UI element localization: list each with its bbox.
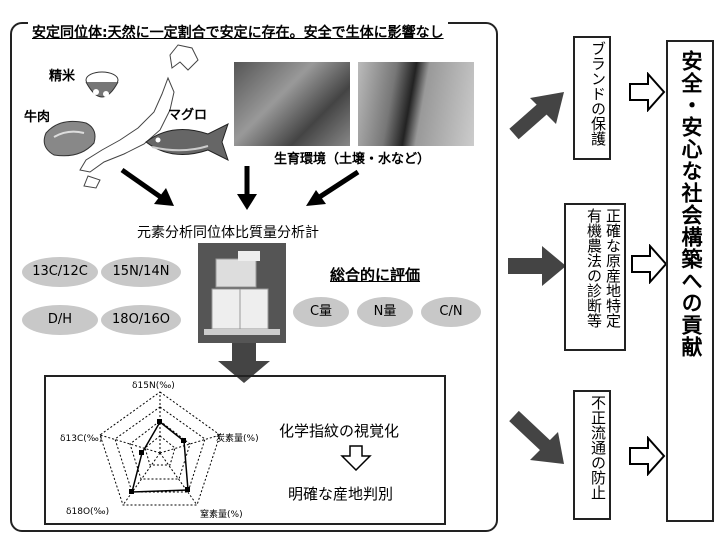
water-channel-photo <box>358 62 474 146</box>
beef-icon <box>43 120 96 157</box>
conclusion-box: 安全・安心な社会構築への貢献 <box>666 40 714 522</box>
radar-axis-o: δ18O(‰) <box>66 507 109 517</box>
hollow-right-arrow-bottom-icon <box>629 436 666 476</box>
tuna-label: マグロ <box>168 108 208 123</box>
origin-line2: 有機農法の診断等 <box>585 208 603 328</box>
ratio-pill-n: 15N/14N <box>101 257 181 287</box>
result-label: 明確な産地判別 <box>288 485 394 503</box>
beef-label: 牛肉 <box>24 110 51 125</box>
hollow-right-arrow-top-icon <box>629 72 666 112</box>
origin-line1: 正確な原産地特定 <box>604 208 622 328</box>
radar-axis-n: δ15N(‰) <box>132 381 175 391</box>
mass-spectrometer-icon <box>198 243 286 343</box>
radar-axis-nitrogen: 窒素量(%) <box>200 508 243 520</box>
tuna-icon <box>145 123 229 161</box>
ratio-pill-o: 18O/16O <box>101 305 181 335</box>
arrow-up-right-icon <box>509 92 564 140</box>
brand-protection-box: ブランドの保護 <box>573 36 611 160</box>
environment-label: 生育環境（土壌・水など） <box>274 152 431 167</box>
eval-pill-c: C量 <box>293 297 349 327</box>
fraud-prevention-box: 不正流通の防止 <box>573 390 611 520</box>
radar-axis-carbon: 炭素量(%) <box>216 432 259 444</box>
evaluation-title: 総合的に評価 <box>330 266 421 284</box>
eval-pill-n: N量 <box>357 297 413 327</box>
ratio-pill-c: 13C/12C <box>22 257 98 287</box>
ratio-pill-h: D/H <box>22 305 98 335</box>
rice-label: 精米 <box>49 69 76 84</box>
radar-chart: δ15N(‰) 炭素量(%) 窒素量(%) δ18O(‰) δ13C(‰) <box>60 381 259 520</box>
eval-pill-cn: C/N <box>421 297 481 327</box>
down-arrow-icon <box>218 343 270 383</box>
input-arrows <box>120 166 360 210</box>
radar-axis-c: δ13C(‰) <box>60 434 102 444</box>
visualize-label: 化学指紋の視覚化 <box>279 422 400 440</box>
rice-bowl-icon <box>85 71 119 98</box>
arrow-down-right-icon <box>509 410 564 464</box>
panel-title: 安定同位体:天然に一定割合で安定に存在。安全で生体に影響なし <box>28 22 448 42</box>
instrument-label: 元素分析同位体比質量分析計 <box>137 225 319 241</box>
radar-chart-box <box>44 375 446 525</box>
japan-map-icon <box>79 44 199 189</box>
origin-box: 正確な原産地特定 有機農法の診断等 <box>564 203 626 351</box>
hollow-down-arrow-icon <box>340 445 372 471</box>
soil-photo <box>234 62 350 146</box>
hollow-right-arrow-mid-icon <box>631 244 668 284</box>
arrow-right-icon <box>508 246 566 286</box>
